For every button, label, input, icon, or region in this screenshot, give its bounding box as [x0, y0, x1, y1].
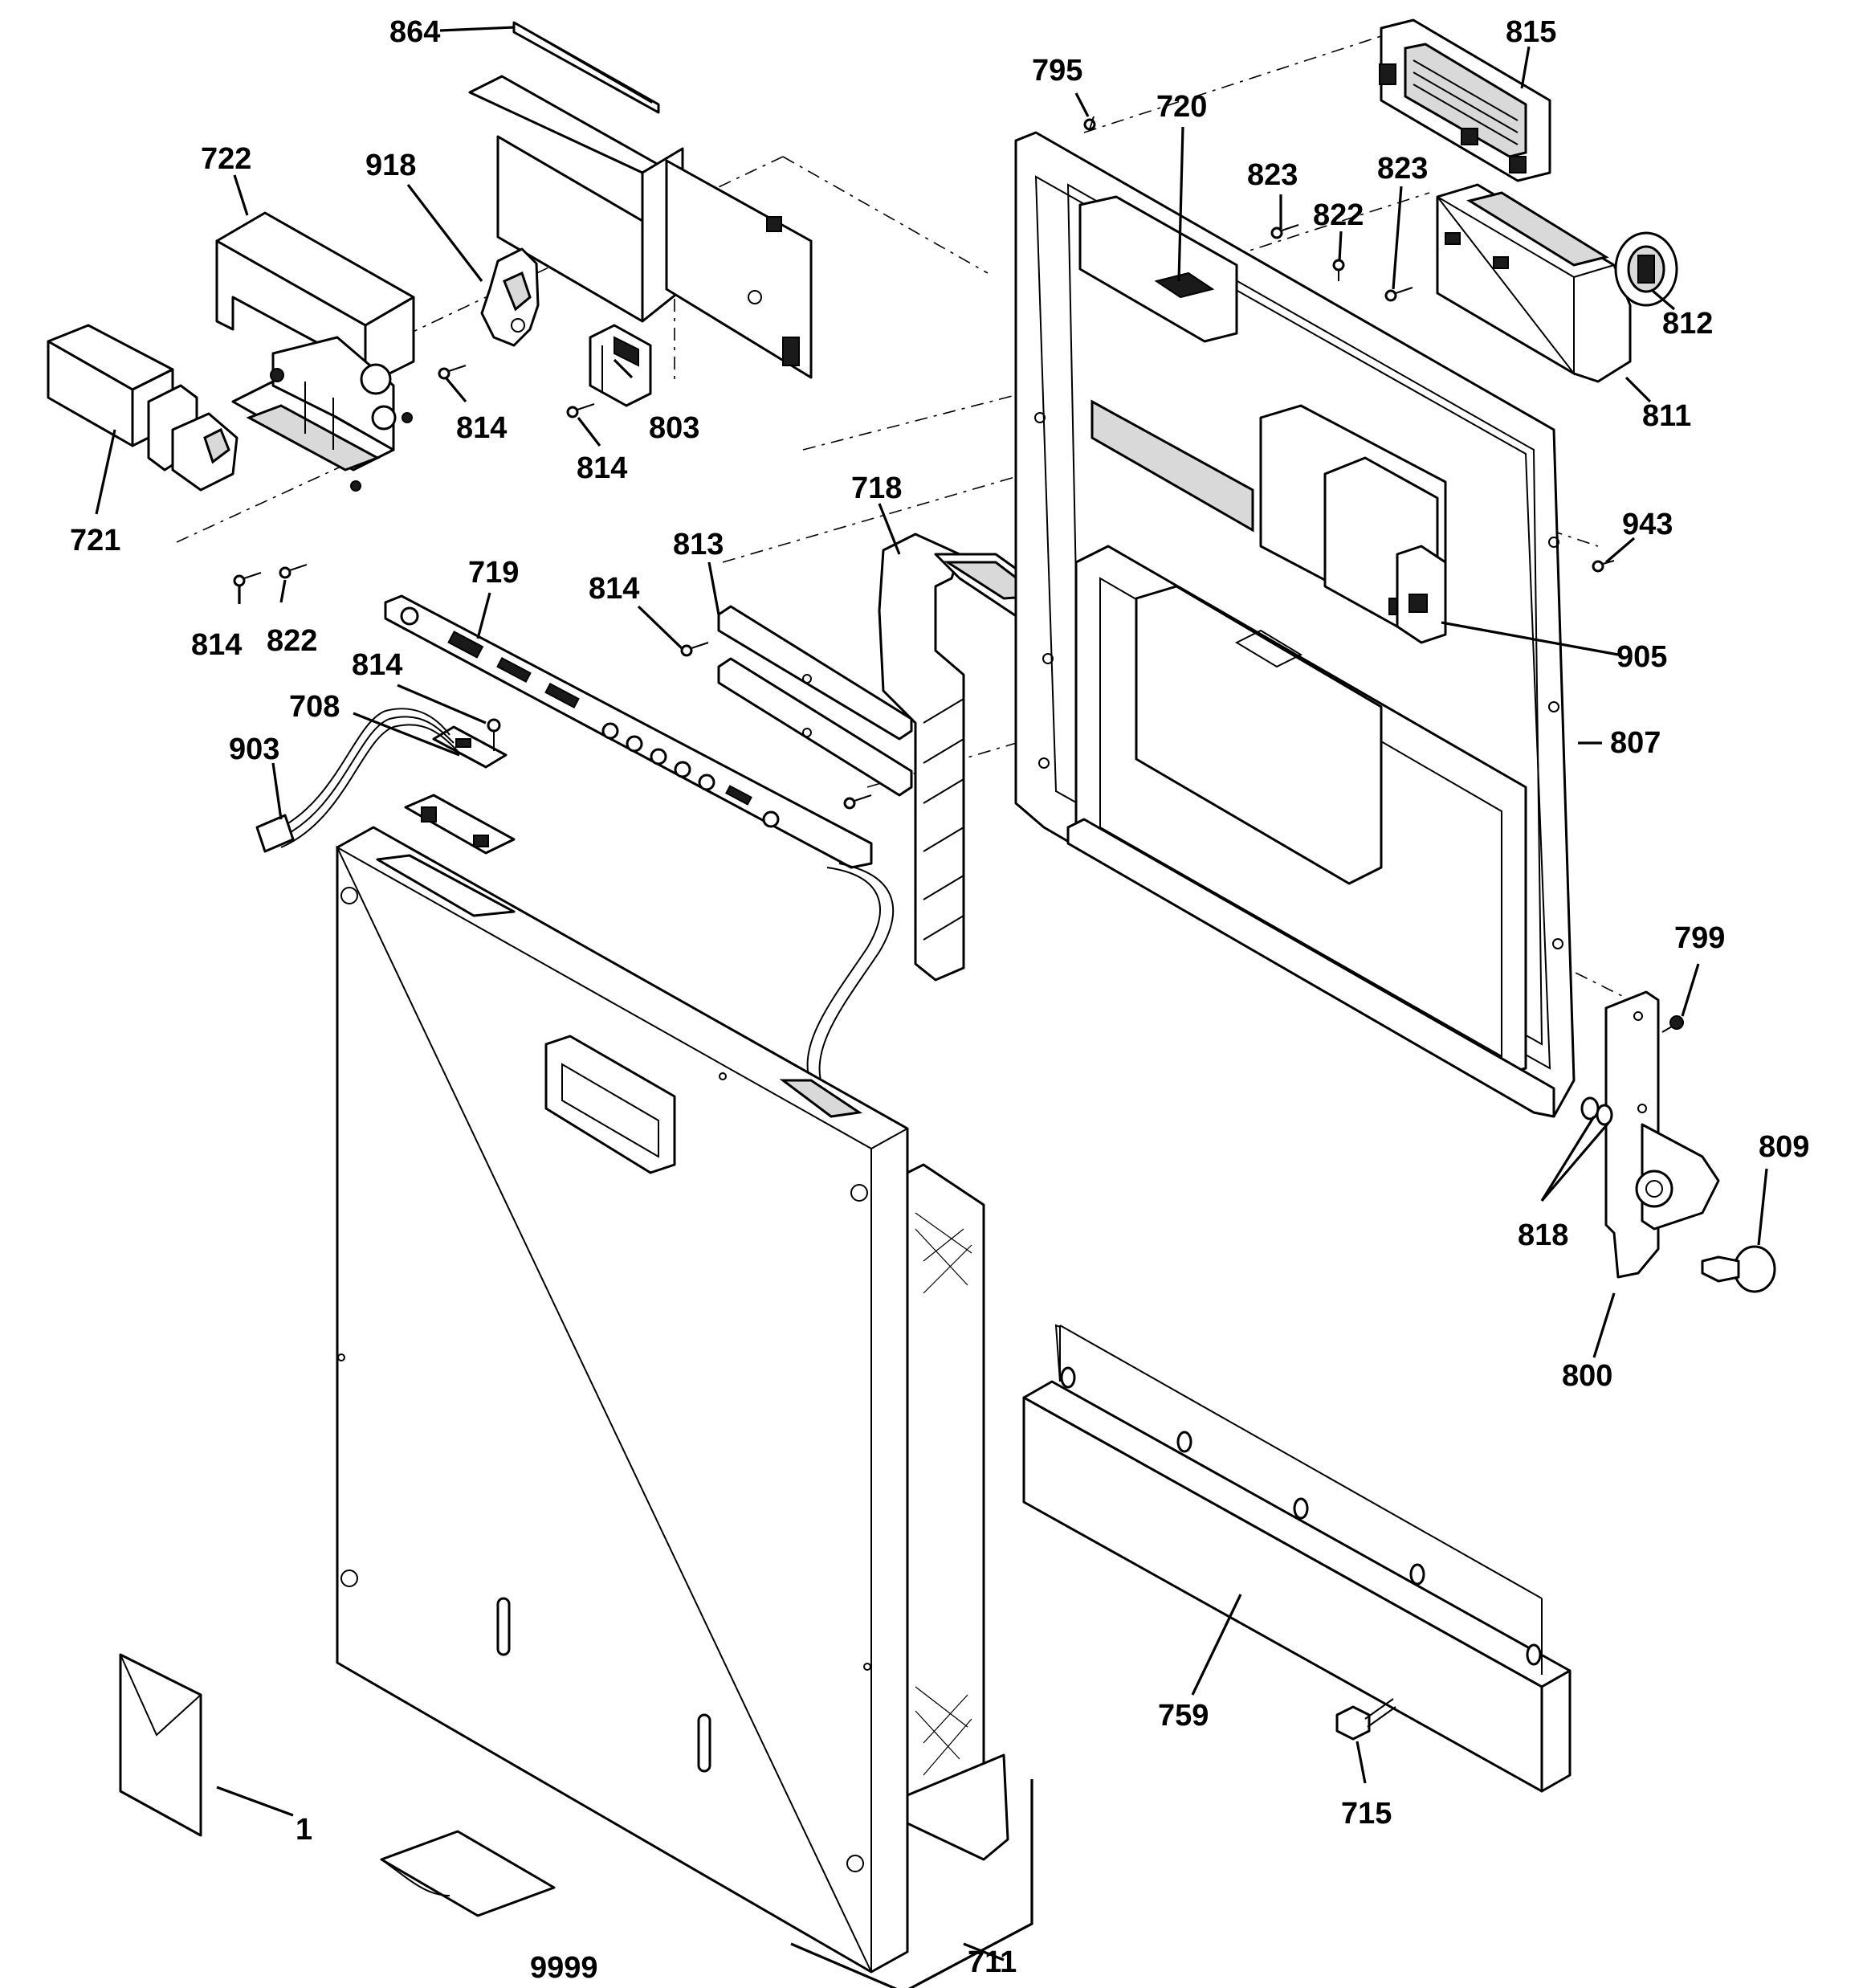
screws-upper-left — [233, 365, 595, 587]
part-711-outer-door-panel[interactable] — [335, 826, 909, 1974]
label-823-b: 823 — [1377, 152, 1428, 186]
part-818-washers[interactable] — [1580, 1096, 1613, 1126]
label-815: 815 — [1506, 15, 1556, 49]
label-814-e: 814 — [352, 648, 402, 682]
label-719: 719 — [468, 556, 519, 590]
bracket-711 — [790, 1779, 1033, 1988]
label-822-b: 822 — [1313, 198, 1364, 232]
label-807: 807 — [1610, 726, 1661, 760]
label-823-a: 823 — [1247, 158, 1298, 192]
part-721-actuator[interactable] — [47, 324, 238, 492]
part-722-dispenser-cover[interactable] — [215, 211, 415, 403]
connector-block[interactable] — [404, 794, 516, 855]
label-814-b: 814 — [577, 451, 627, 485]
screws-right — [1083, 116, 1615, 573]
part-715-screw[interactable] — [1335, 1698, 1396, 1741]
part-708-board[interactable] — [432, 725, 508, 769]
part-799-screw[interactable] — [1661, 1015, 1684, 1033]
label-905: 905 — [1616, 640, 1667, 674]
dispenser-body[interactable] — [231, 336, 397, 471]
label-721: 721 — [70, 524, 120, 557]
label-799: 799 — [1674, 921, 1725, 955]
label-811: 811 — [1642, 399, 1691, 433]
label-718: 718 — [851, 471, 902, 505]
part-1-literature[interactable] — [119, 1653, 202, 1837]
label-809: 809 — [1759, 1130, 1809, 1164]
label-759: 759 — [1158, 1699, 1209, 1733]
label-800: 800 — [1562, 1359, 1612, 1393]
part-719-control-panel[interactable] — [384, 594, 873, 869]
label-715: 715 — [1341, 1797, 1392, 1831]
part-864-rail[interactable] — [512, 21, 660, 114]
label-812: 812 — [1662, 307, 1713, 341]
part-903-ribbon-cable[interactable] — [255, 708, 895, 1089]
door-side-trim[interactable] — [906, 1163, 1009, 1861]
part-813-brackets[interactable] — [680, 605, 913, 810]
part-809-hinge-screw[interactable] — [1701, 1245, 1776, 1293]
label-903: 903 — [229, 733, 279, 766]
label-814-a: 814 — [456, 411, 507, 445]
label-943: 943 — [1622, 508, 1673, 541]
vent-bracket[interactable] — [468, 75, 813, 379]
leader-lines — [95, 26, 1768, 1961]
label-9999: 9999 — [530, 1951, 598, 1985]
label-708: 708 — [289, 690, 340, 724]
label-813: 813 — [673, 528, 724, 561]
label-864: 864 — [389, 15, 440, 49]
part-905-bracket[interactable] — [1396, 545, 1447, 644]
part-811-vent-housing[interactable] — [1436, 183, 1632, 383]
part-918-clip[interactable] — [480, 247, 540, 347]
screw-814-board — [487, 718, 501, 751]
part-labels: 864 722 918 721 814 814 803 814 822 795 … — [70, 15, 1809, 1985]
label-720: 720 — [1156, 90, 1207, 124]
label-803: 803 — [649, 411, 699, 445]
part-812-knob[interactable] — [1614, 231, 1678, 307]
label-918: 918 — [365, 149, 416, 182]
label-1: 1 — [296, 1813, 312, 1847]
label-795: 795 — [1032, 54, 1082, 88]
part-815-vent-cover[interactable] — [1379, 18, 1551, 182]
part-759-kick-plate[interactable] — [1022, 1324, 1572, 1793]
label-722: 722 — [201, 142, 251, 176]
part-800-hinge[interactable] — [1604, 990, 1720, 1279]
label-814-c: 814 — [191, 628, 242, 662]
part-9999-pouch[interactable] — [380, 1830, 556, 1917]
label-814-d: 814 — [589, 572, 639, 606]
label-822-a: 822 — [267, 624, 317, 658]
label-711: 711 — [968, 1945, 1017, 1979]
label-818: 818 — [1518, 1219, 1568, 1252]
